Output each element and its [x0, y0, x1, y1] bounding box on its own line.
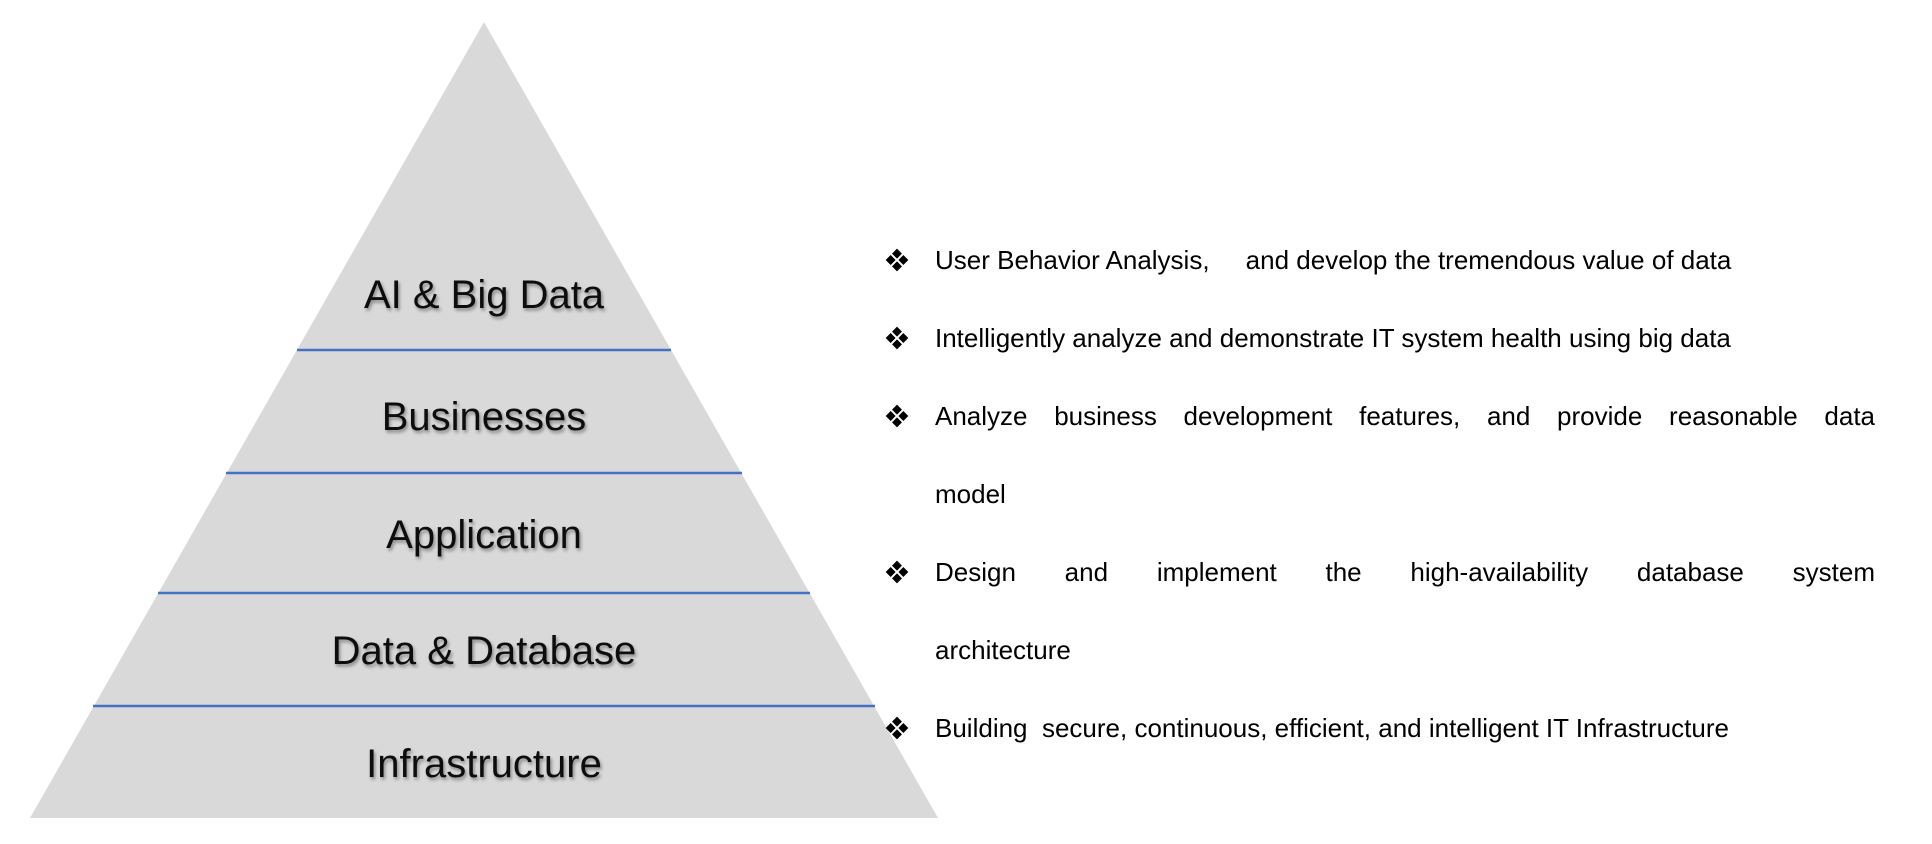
pyramid-layer-ai-big-data: AI & Big Data — [363, 273, 605, 317]
pyramid-graphic — [30, 22, 938, 818]
list-item: Design and implement the high-availabili… — [885, 533, 1875, 689]
bullet-text: User Behavior Analysis, and develop the … — [935, 245, 1732, 275]
pyramid-shape — [30, 22, 938, 818]
bullet-text: Design and implement the high-availabili… — [935, 557, 1875, 587]
bullet-list: User Behavior Analysis, and develop the … — [885, 221, 1875, 767]
bullet-text-continued: architecture — [935, 635, 1071, 665]
list-item: Building secure, continuous, efficient, … — [885, 689, 1875, 767]
pyramid-layer-data-database: Data & Database — [331, 629, 637, 673]
list-item: User Behavior Analysis, and develop the … — [885, 221, 1875, 299]
bullet-text-continued: model — [935, 479, 1006, 509]
bullet-text: Analyze business development features, a… — [935, 401, 1875, 431]
bullet-text: Building secure, continuous, efficient, … — [935, 713, 1729, 743]
pyramid-diagram: AI & Big Data Businesses Application Dat… — [30, 22, 938, 818]
bullet-text: Intelligently analyze and demonstrate IT… — [935, 323, 1731, 353]
pyramid-layer-application: Application — [386, 513, 582, 557]
list-item: Analyze business development features, a… — [885, 377, 1875, 533]
list-item: Intelligently analyze and demonstrate IT… — [885, 299, 1875, 377]
pyramid-layer-businesses: Businesses — [381, 395, 587, 439]
pyramid-layer-infrastructure: Infrastructure — [366, 742, 602, 786]
